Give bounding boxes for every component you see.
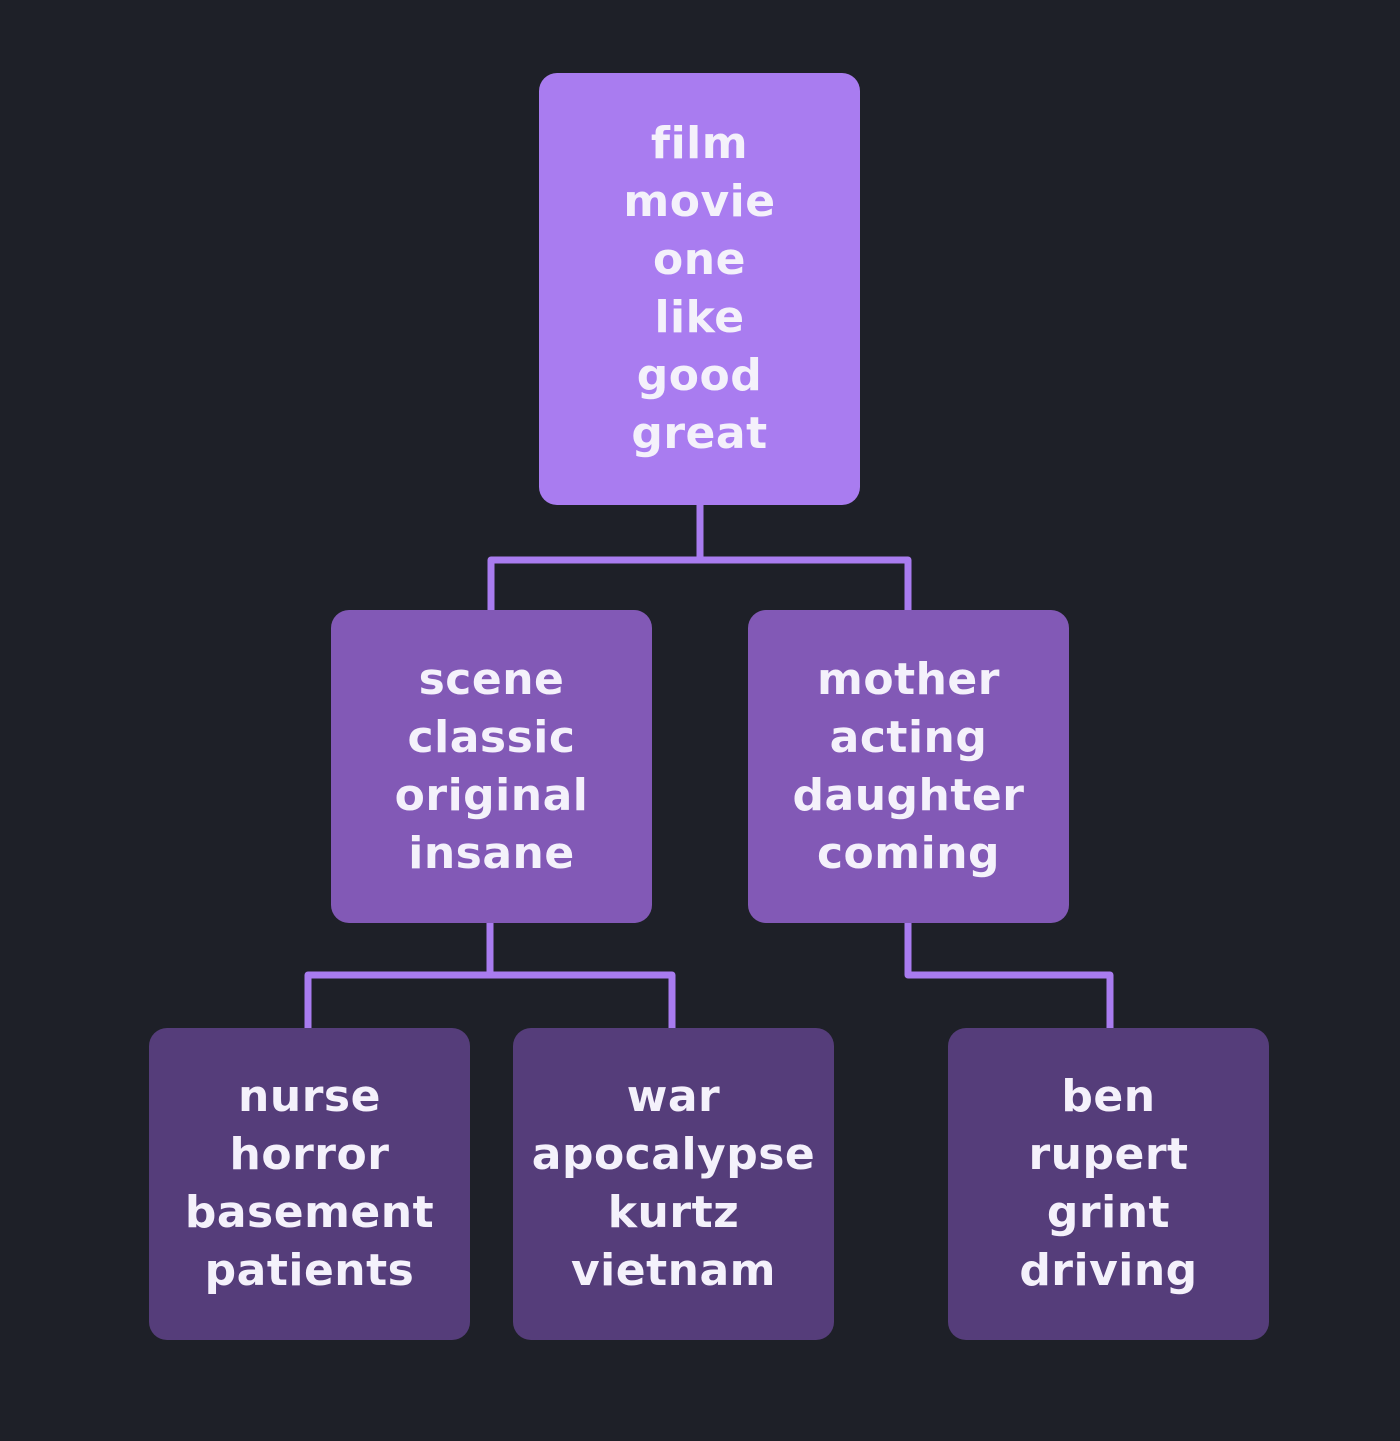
topic-word: daughter — [792, 769, 1025, 821]
topic-word: driving — [1019, 1245, 1198, 1296]
topic-node-left-b: war apocalypse kurtz vietnam — [513, 1028, 834, 1340]
topic-word: acting — [829, 711, 988, 763]
topic-word: original — [394, 769, 589, 821]
connector-right-to-level2 — [904, 923, 1114, 1028]
topic-word: great — [631, 408, 768, 459]
topic-word: like — [654, 292, 745, 343]
topic-word: film — [650, 118, 749, 169]
topic-node-left-a: nurse horror basement patients — [149, 1028, 470, 1340]
topic-word: ben — [1061, 1071, 1156, 1122]
topic-node-right: mother acting daughter coming — [748, 610, 1069, 923]
connector-left-to-level2 — [304, 923, 676, 1028]
topic-word: apocalypse — [531, 1129, 816, 1180]
topic-word: vietnam — [570, 1245, 776, 1296]
topic-node-left: scene classic original insane — [331, 610, 652, 923]
topic-word: one — [653, 234, 746, 285]
topic-word: nurse — [238, 1071, 381, 1122]
topic-word: coming — [816, 827, 1001, 879]
topic-word: war — [626, 1071, 721, 1122]
topic-word: good — [636, 350, 763, 401]
topic-word: rupert — [1028, 1129, 1189, 1180]
topic-node-root: film movie one like good great — [539, 73, 860, 505]
topic-word: horror — [229, 1129, 390, 1180]
topic-word: patients — [204, 1245, 415, 1296]
topic-word: insane — [408, 827, 575, 879]
topic-word: scene — [418, 653, 565, 705]
topic-node-right-a: ben rupert grint driving — [948, 1028, 1269, 1340]
topic-word: kurtz — [607, 1187, 740, 1238]
connector-root-to-level1 — [487, 505, 912, 610]
topic-word: grint — [1046, 1187, 1171, 1238]
topic-word: movie — [623, 176, 776, 227]
topic-word: mother — [817, 653, 1000, 705]
topic-word: basement — [184, 1187, 435, 1238]
topic-word: classic — [407, 711, 576, 763]
